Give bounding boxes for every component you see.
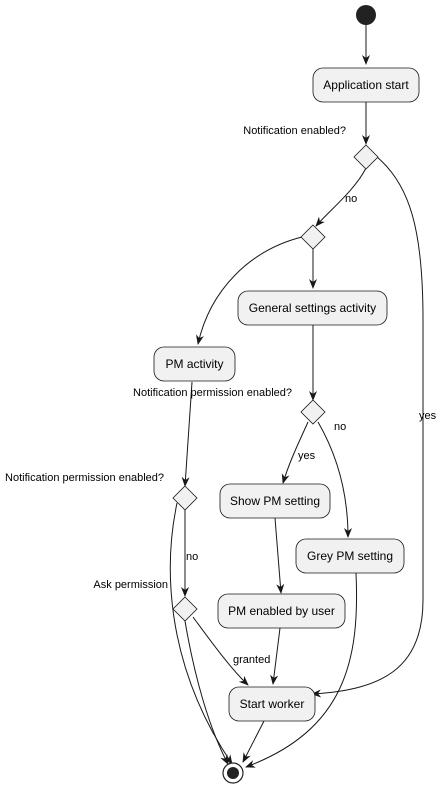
decision-label-notification-permission-enabled-1: Notification permission enabled? xyxy=(133,387,292,399)
edge-label-yes-2: yes xyxy=(298,450,316,462)
node-pm-activity-label: PM activity xyxy=(165,357,223,371)
node-show-pm-setting-label: Show PM setting xyxy=(230,494,320,508)
node-general-settings[interactable]: General settings activity xyxy=(237,290,388,326)
edge-merge-to-pm xyxy=(196,236,303,345)
decision-label-notification-enabled: Notification enabled? xyxy=(243,125,346,137)
decision-label-notification-permission-enabled-2: Notification permission enabled? xyxy=(5,472,164,484)
edge-pm-to-decision3 xyxy=(181,381,193,487)
node-grey-pm-setting[interactable]: Grey PM setting xyxy=(295,538,405,574)
edge-worker-to-end xyxy=(242,720,265,763)
end-node xyxy=(222,762,244,784)
node-pm-enabled-by-user[interactable]: PM enabled by user xyxy=(217,593,346,629)
decision-notification-permission-enabled-2[interactable] xyxy=(172,485,198,511)
node-application-start[interactable]: Application start xyxy=(312,67,420,103)
decision-merge[interactable] xyxy=(300,224,326,250)
node-general-settings-label: General settings activity xyxy=(249,301,376,315)
edge-decision1-no xyxy=(315,167,367,227)
edge-grey-to-end xyxy=(245,572,358,768)
edge-decision4-granted xyxy=(192,616,249,686)
node-start-worker[interactable]: Start worker xyxy=(228,686,316,722)
decision-notification-enabled[interactable] xyxy=(353,144,379,170)
start-node xyxy=(356,5,376,25)
edge-label-granted: granted xyxy=(233,654,270,666)
node-grey-pm-setting-label: Grey PM setting xyxy=(307,549,393,563)
edge-label-no-3: no xyxy=(186,551,198,563)
edge-decision4-end xyxy=(184,620,229,765)
edge-decision2-no xyxy=(317,421,352,538)
decision-ask-permission[interactable] xyxy=(172,596,198,622)
node-pm-enabled-by-user-label: PM enabled by user xyxy=(228,604,335,618)
edge-decision2-yes xyxy=(281,421,309,484)
node-show-pm-setting[interactable]: Show PM setting xyxy=(219,483,331,519)
edge-decision3-end xyxy=(169,502,233,765)
node-start-worker-label: Start worker xyxy=(240,697,305,711)
edge-pmenabled-to-worker xyxy=(270,627,281,685)
decision-notification-permission-enabled-1[interactable] xyxy=(300,399,326,425)
edge-decision1-yes xyxy=(311,156,424,698)
node-application-start-label: Application start xyxy=(323,78,409,92)
edge-label-yes-1: yes xyxy=(419,410,437,422)
edge-label-no-1: no xyxy=(345,193,357,205)
edge-label-no-2: no xyxy=(334,421,346,433)
decision-label-ask-permission: Ask permission xyxy=(93,579,168,591)
edge-show-to-pmenabled xyxy=(274,517,285,594)
node-pm-activity[interactable]: PM activity xyxy=(153,346,236,382)
